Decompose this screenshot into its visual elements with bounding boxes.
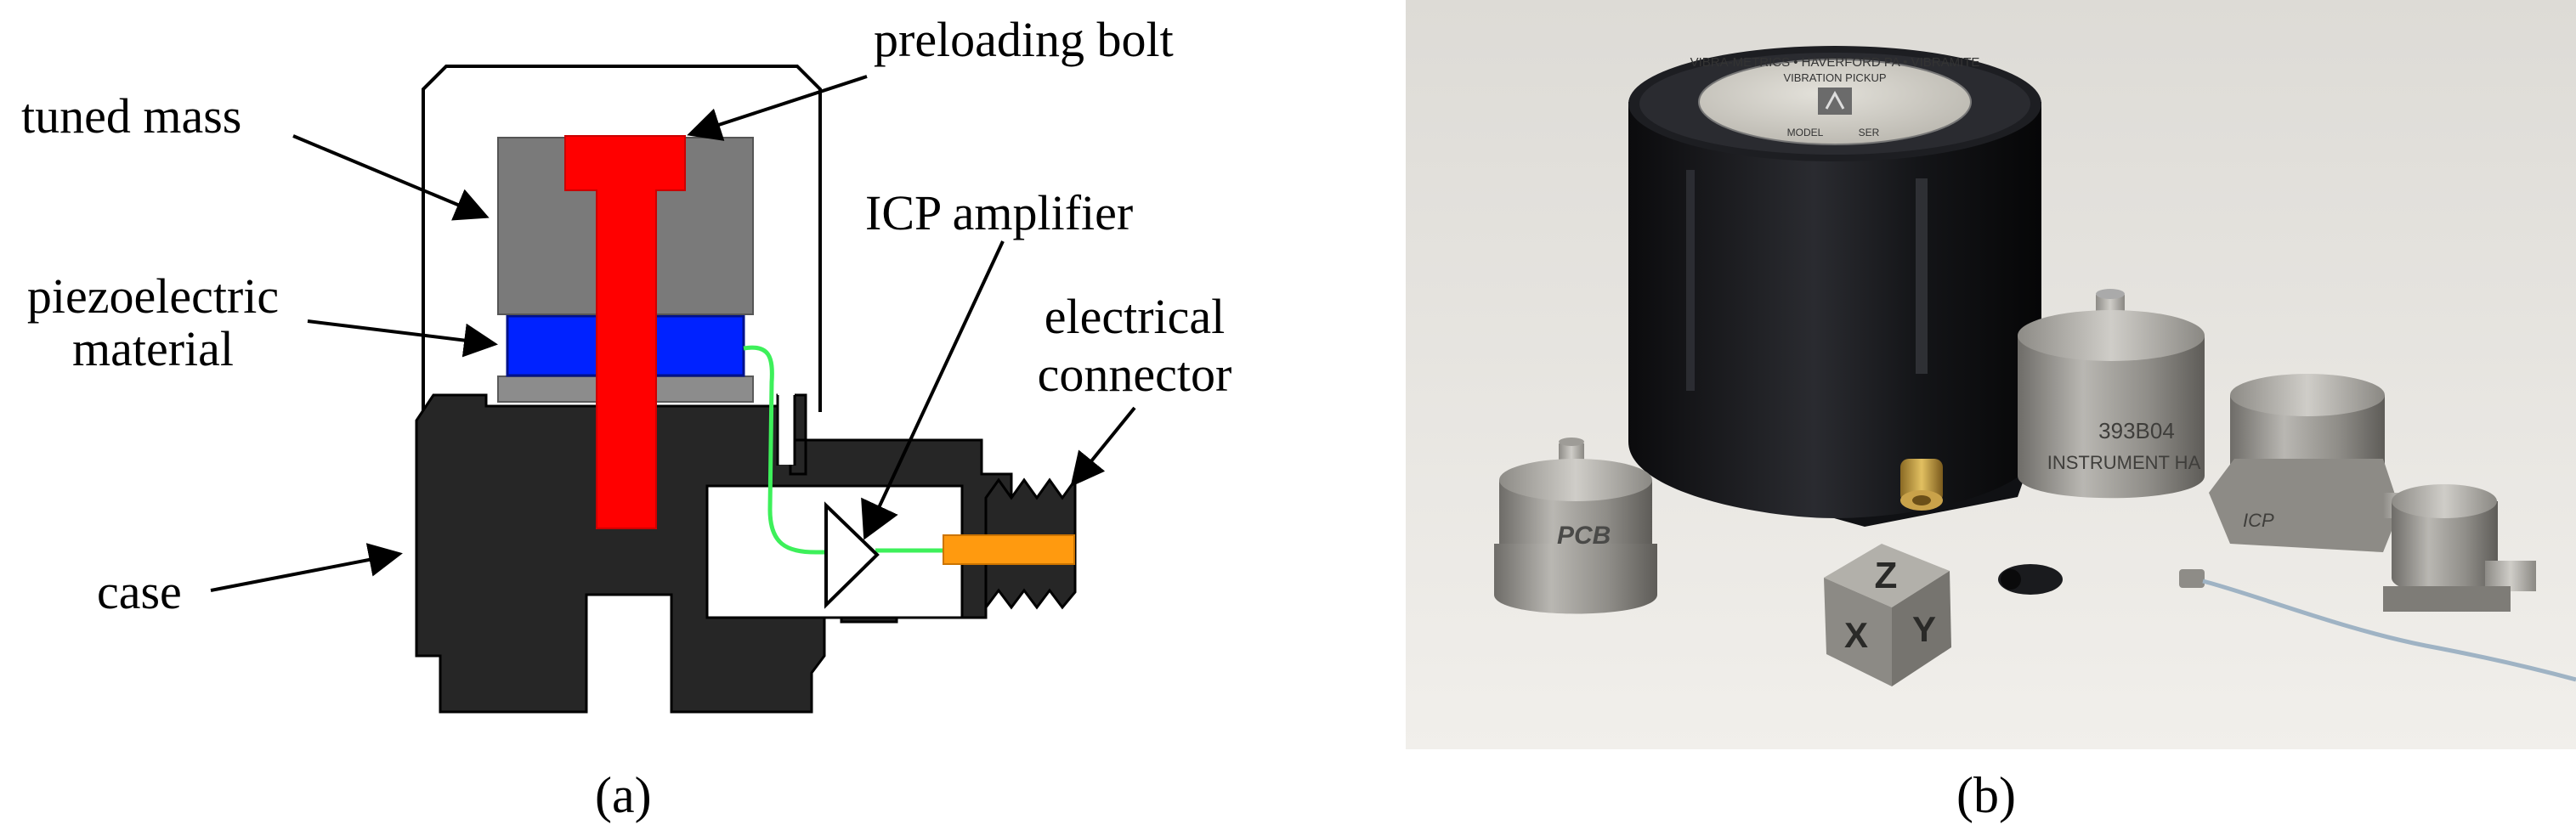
amplifier-symbol	[824, 501, 880, 609]
label-connector-line2: connector	[1037, 347, 1232, 402]
medium-model-text: 393B04	[2098, 418, 2175, 443]
miniature-accelerometer-black	[1998, 564, 2063, 595]
panel-a-diagram: tuned mass preloading bolt piezoelectric…	[21, 12, 1232, 714]
panel-b-photo: VIBRA-METRICS • HAVERFORD PA • VIBRAMITE…	[1406, 0, 2576, 749]
label-piezo-line1: piezoelectric	[26, 268, 280, 324]
large-sensor-ser-text: SER	[1859, 127, 1880, 138]
case-notch	[778, 392, 795, 465]
arrow-icp-amplifier	[861, 240, 1005, 540]
label-case: case	[97, 564, 182, 619]
caption-a: (a)	[595, 767, 652, 823]
label-preloading-bolt: preloading bolt	[874, 12, 1174, 67]
arrow-preloading-bolt	[687, 75, 868, 141]
case-notch-edge	[776, 395, 796, 466]
medium-accelerometer-393b04	[2018, 289, 2205, 499]
large-sensor-brass-connector	[1900, 459, 1943, 511]
label-icp-amplifier: ICP amplifier	[865, 185, 1134, 240]
caption-b: (b)	[1956, 767, 2016, 823]
cube-letter-z: Z	[1875, 555, 1898, 596]
arrow-case	[210, 543, 403, 592]
sensors-photo: VIBRA-METRICS • HAVERFORD PA • VIBRAMITE…	[1406, 0, 2576, 749]
medium-instrument-text: INSTRUMENT HA	[2047, 452, 2201, 473]
connector-pin	[943, 534, 1075, 565]
large-vibration-pickup	[1628, 46, 2052, 527]
preloading-bolt	[564, 135, 686, 529]
sensor-cap-outline	[422, 65, 822, 412]
accelerometer-schematic	[210, 65, 1136, 714]
signal-wire	[743, 345, 826, 555]
icp-mark-text: ICP	[2243, 510, 2274, 531]
small-accelerometer-right	[2383, 484, 2536, 612]
arrow-piezo	[307, 319, 498, 358]
arrow-tuned-mass	[292, 134, 490, 221]
label-piezo-line2: material	[71, 321, 234, 376]
arrow-connector	[1070, 406, 1136, 488]
label-connector-line1: electrical	[1044, 289, 1226, 344]
pcb-accelerometer-left	[1494, 438, 1657, 614]
large-sensor-mid-text: VIBRATION PICKUP	[1783, 71, 1886, 84]
pcb-logo-left: PCB	[1557, 522, 1611, 550]
large-sensor-model-text: MODEL	[1787, 127, 1824, 138]
cube-letter-y: Y	[1912, 609, 1936, 649]
cube-letter-x: X	[1844, 615, 1868, 655]
triaxial-cube-accelerometer	[1824, 544, 1951, 686]
large-sensor-ring-text: VIBRA-METRICS • HAVERFORD PA • VIBRAMITE	[1690, 55, 1980, 70]
miniature-accelerometer-cable	[2179, 569, 2576, 682]
label-tuned-mass: tuned mass	[21, 88, 242, 144]
